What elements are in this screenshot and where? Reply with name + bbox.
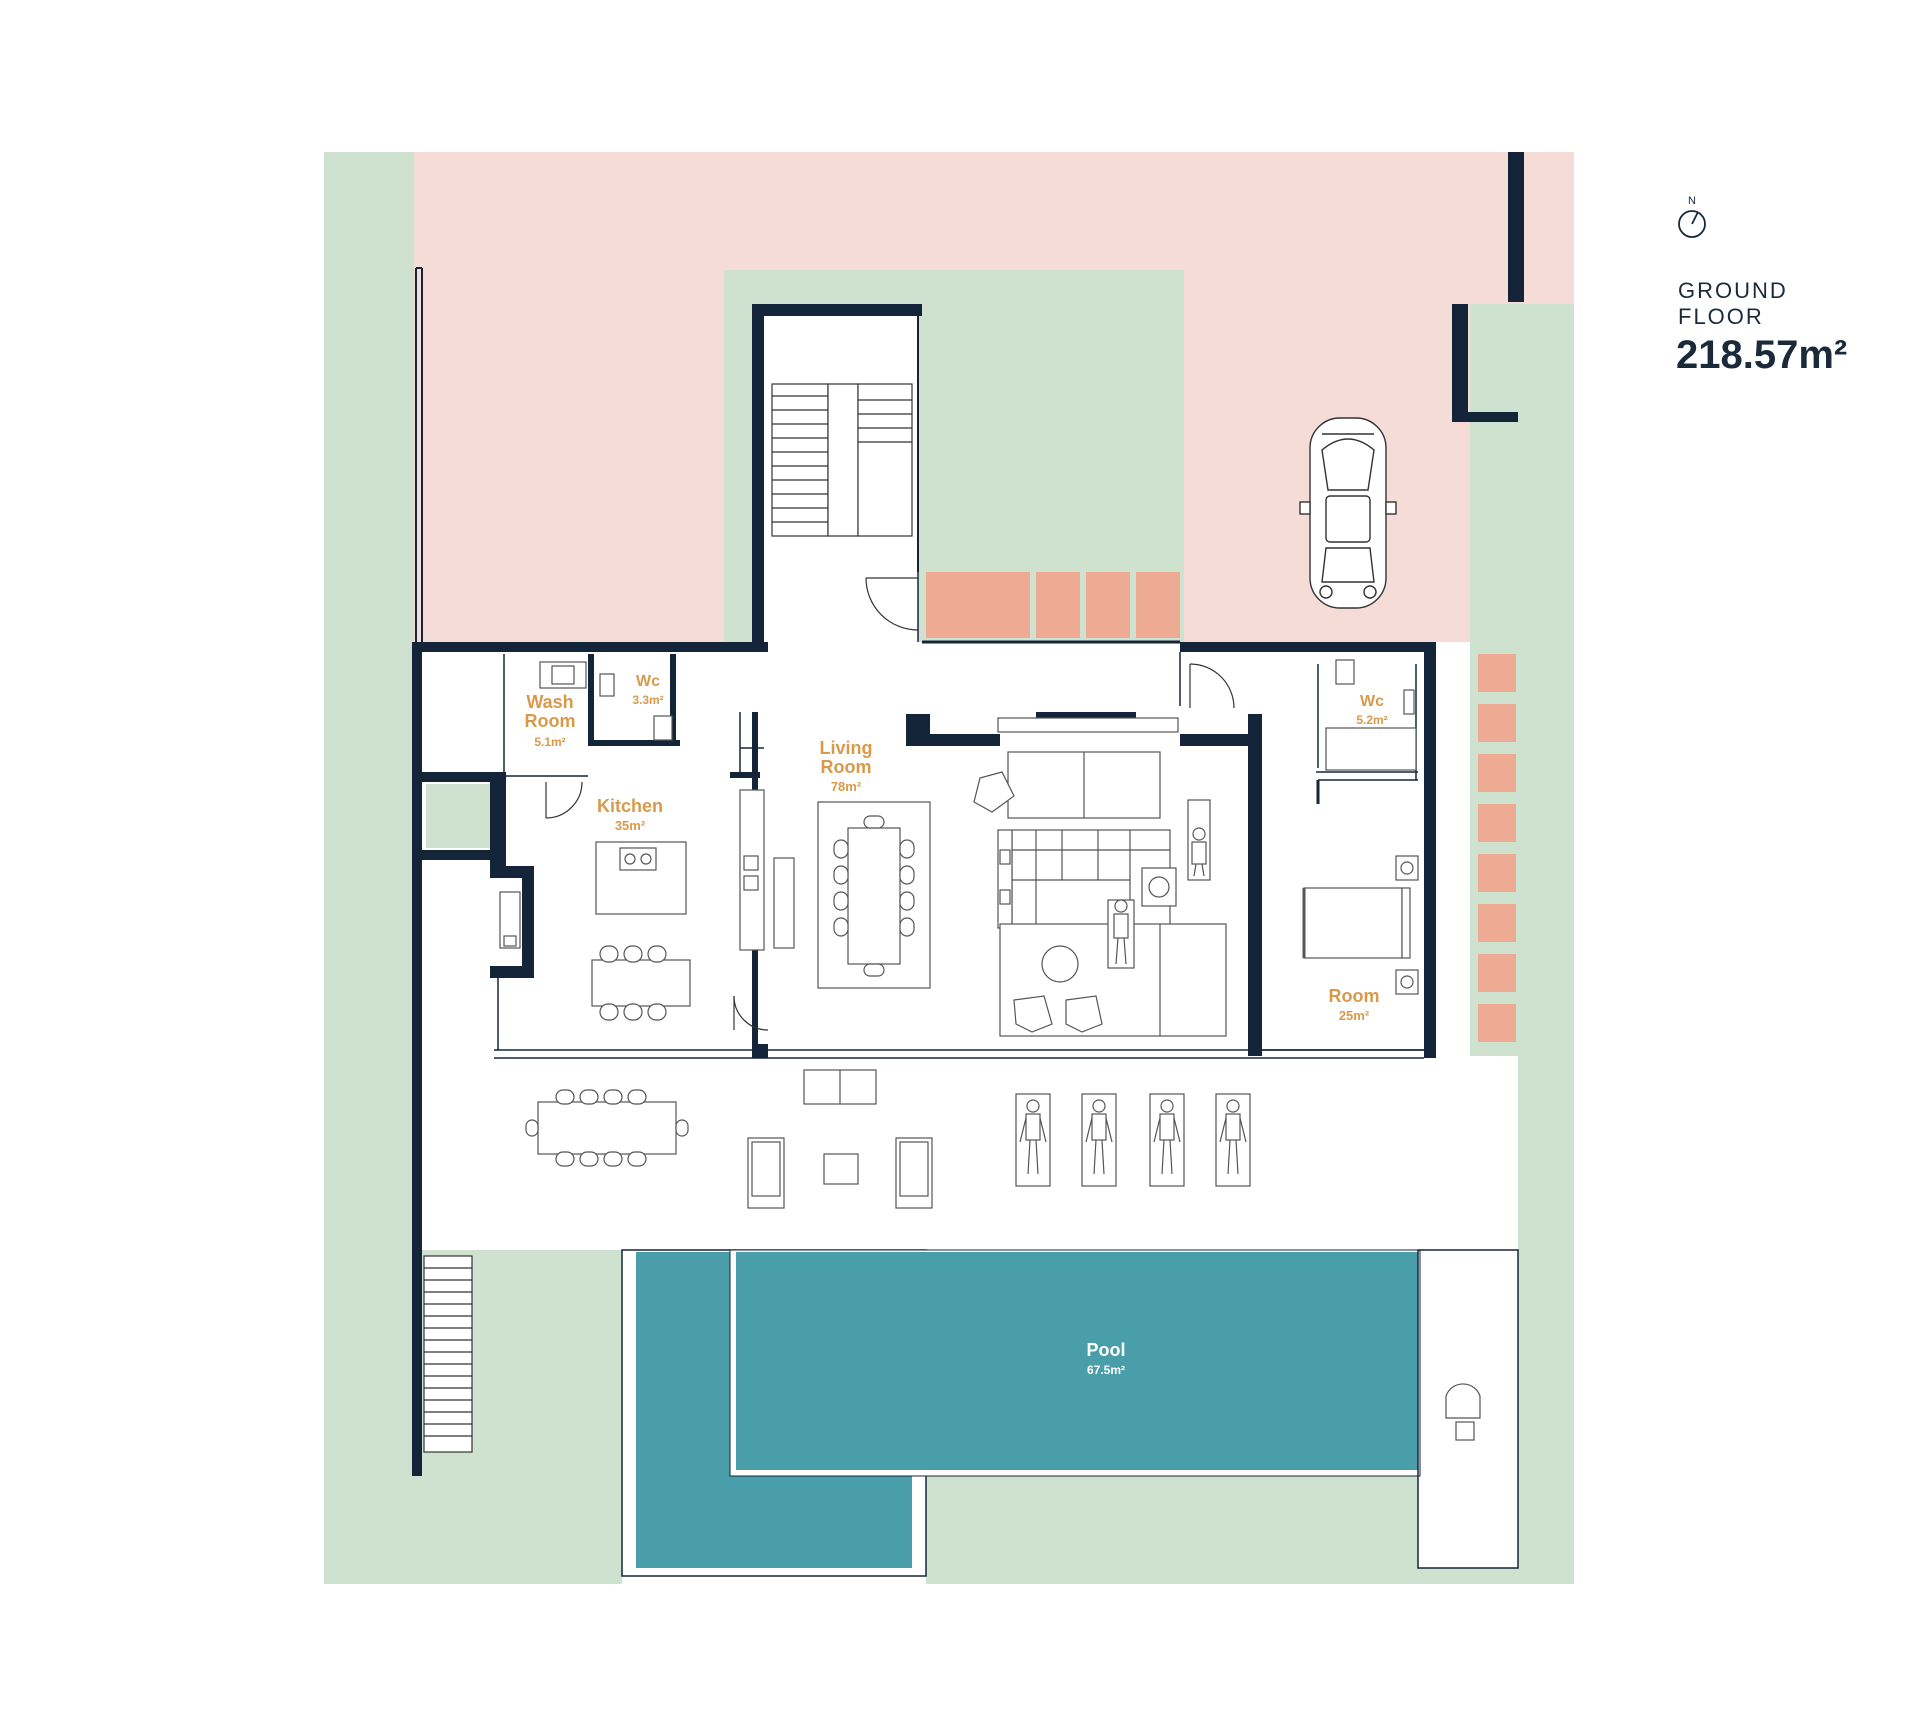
wc-left-label: Wc: [636, 673, 660, 690]
wash-room-label-line2: Room: [525, 711, 576, 731]
room-label: Room: [1329, 986, 1380, 1006]
floor-name-line2: FLOOR: [1678, 304, 1764, 329]
terrace-coffee-table: [823, 1153, 859, 1185]
room-labels: Wash Room 5.1m² Wc 3.3m² Kitchen 35m² Li…: [525, 673, 1388, 1377]
wash-room-area: 5.1m²: [534, 735, 565, 749]
kitchen-label: Kitchen: [597, 796, 663, 816]
tv-cabinet: [997, 717, 1179, 733]
sink-left: [599, 673, 615, 697]
wash-room-label: Wash: [526, 692, 573, 712]
compass: N: [1678, 195, 1706, 238]
people: [1019, 827, 1247, 1175]
living-room-label: Living: [820, 738, 873, 758]
car: [1299, 417, 1397, 609]
kitchen-area: 35m²: [615, 818, 646, 833]
wc-right-label: Wc: [1360, 693, 1384, 710]
toilet-left: [653, 715, 673, 741]
floor-info: GROUND FLOOR 218.57m²: [1676, 278, 1847, 377]
pool-label: Pool: [1087, 1340, 1126, 1360]
dining-table: [847, 827, 901, 965]
room-area: 25m²: [1339, 1008, 1370, 1023]
kitchen-table: [591, 959, 691, 1007]
stairs-upper: [771, 383, 913, 537]
shower: [1325, 727, 1417, 771]
coffee-table: [1041, 945, 1079, 983]
compass-north-label: N: [1688, 195, 1696, 207]
bed: [1303, 887, 1403, 959]
pool: [621, 1249, 1519, 1577]
living-room-label-line2: Room: [821, 757, 872, 777]
floor-area: 218.57m²: [1676, 333, 1847, 377]
paving: [926, 572, 1516, 1042]
garden-right-top: [1470, 304, 1574, 424]
compass-icon: [1678, 210, 1706, 238]
pool-area: 67.5m²: [1087, 1363, 1125, 1377]
toilet-right: [1335, 659, 1355, 685]
sink-right: [1403, 689, 1415, 715]
terrace-chairs: [525, 1089, 689, 1167]
stairs-lower: [423, 1255, 473, 1453]
walls: [412, 152, 1524, 1476]
living-room-area: 78m²: [831, 779, 862, 794]
terrace-table: [537, 1101, 677, 1155]
wc-right-area: 5.2m²: [1356, 713, 1387, 727]
floor-name-line1: GROUND: [1678, 278, 1788, 303]
pool-main: [736, 1252, 1418, 1470]
utility-garden: [426, 784, 490, 848]
thin-walls: [415, 267, 1424, 1059]
furniture: [499, 659, 1481, 1441]
wc-left-area: 3.3m²: [632, 693, 663, 707]
doors: [545, 577, 1235, 1031]
